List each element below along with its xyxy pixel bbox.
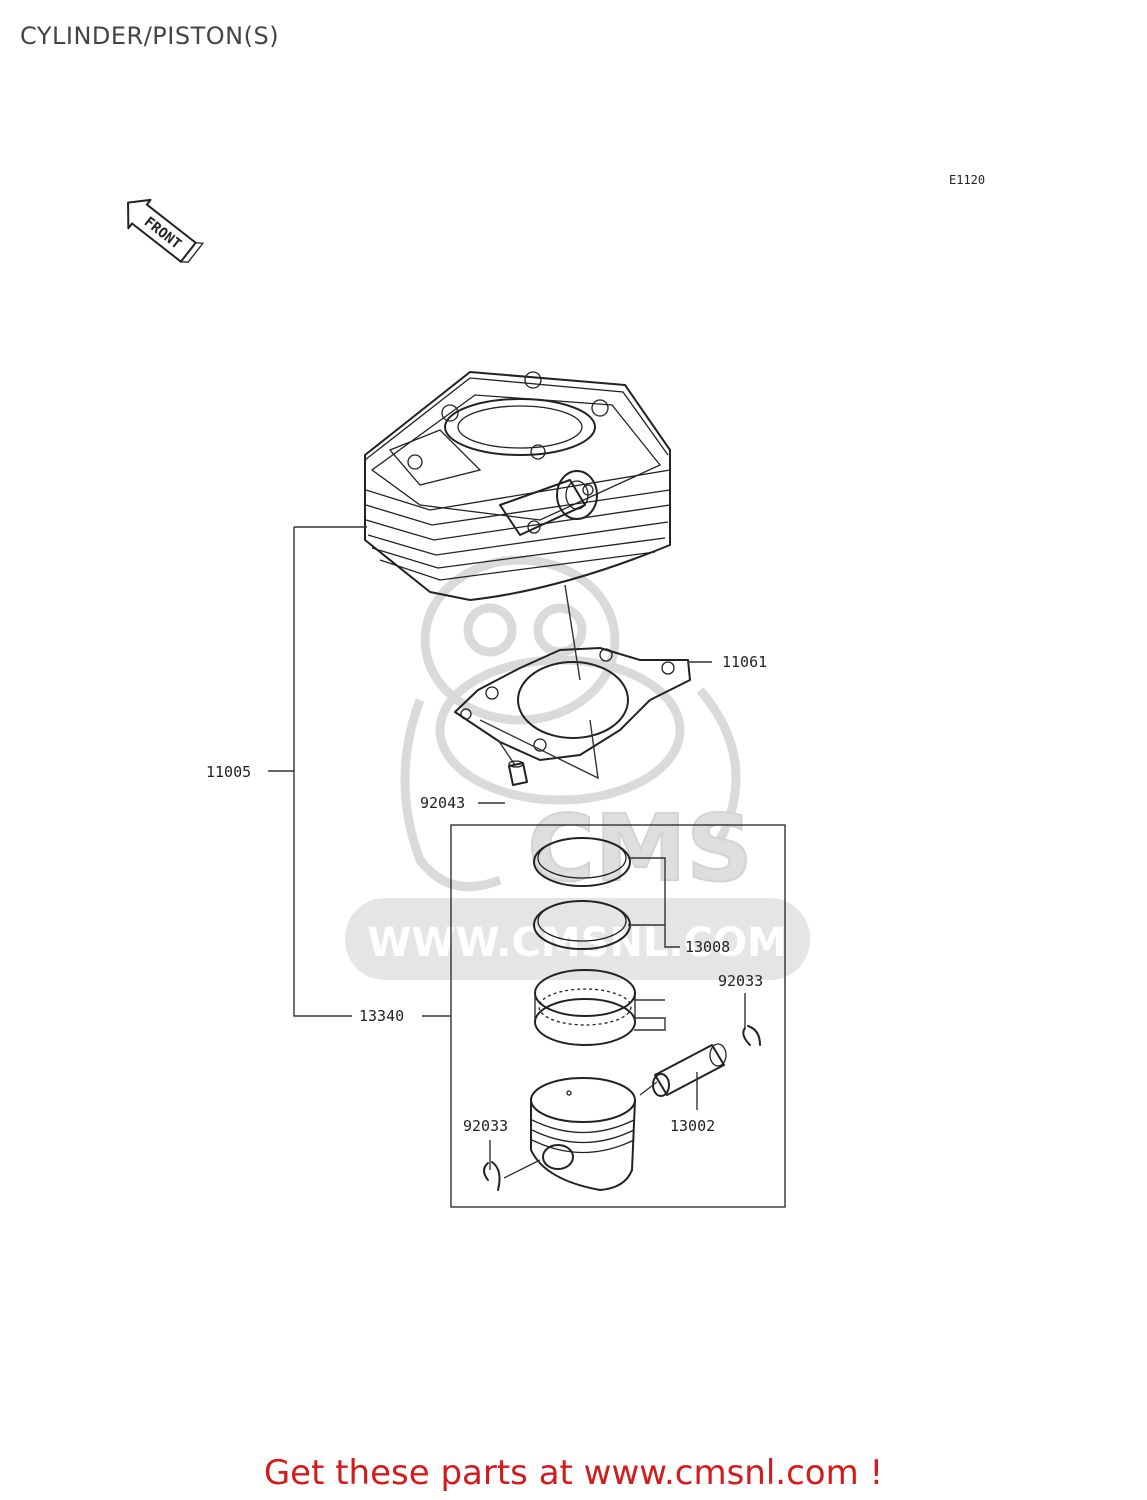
- cylinder-block: [364, 371, 671, 601]
- piston: [530, 1077, 636, 1191]
- front-direction-arrow-icon: FRONT: [127, 198, 205, 263]
- page-title: CYLINDER/PISTON(S): [20, 22, 280, 50]
- part-label-13002: 13002: [670, 1117, 715, 1135]
- part-label-92033-right: 92033: [718, 972, 763, 990]
- watermark-logo: CMS: [527, 795, 752, 902]
- part-label-13340: 13340: [359, 1007, 404, 1025]
- part-label-13008: 13008: [685, 938, 730, 956]
- get-parts-link[interactable]: Get these parts at www.cmsnl.com !: [263, 1453, 884, 1493]
- part-label-11005: 11005: [206, 763, 251, 781]
- circlip-right: [742, 1025, 761, 1046]
- circlip-left: [483, 1161, 501, 1191]
- part-label-92043: 92043: [420, 794, 465, 812]
- watermark: CMS WWW.CMSNL.COM: [345, 555, 810, 980]
- piston-pin: [652, 1043, 727, 1097]
- part-label-92033-left: 92033: [463, 1117, 508, 1135]
- piston-ring-oil: [534, 969, 636, 1046]
- piston-ring-top: [533, 837, 631, 887]
- diagram-code: E1120: [949, 173, 985, 187]
- dowel-pin: [508, 760, 528, 786]
- cylinder-base-gasket: [454, 647, 691, 761]
- watermark-mascot-icon: [400, 555, 741, 892]
- watermark-url: WWW.CMSNL.COM: [367, 920, 787, 966]
- part-label-11061: 11061: [722, 653, 767, 671]
